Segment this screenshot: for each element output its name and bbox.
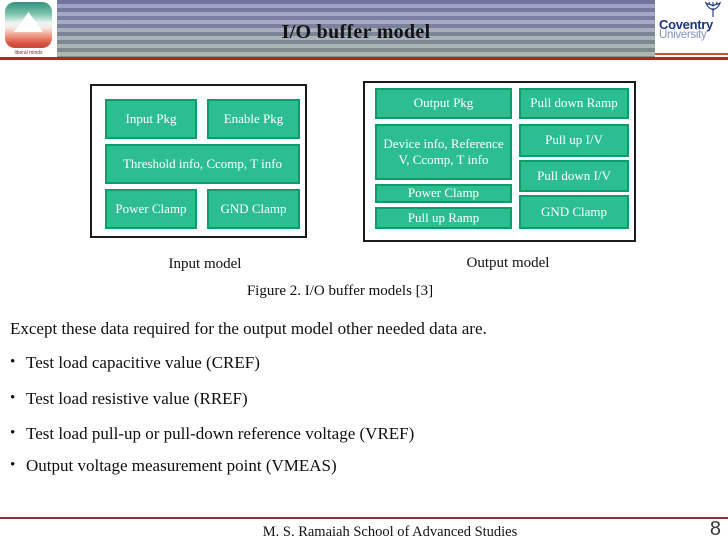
bullet-text-vmeas: Output voltage measurement point (VMEAS)	[26, 456, 337, 475]
block-gnd-clamp: GND Clamp	[207, 189, 300, 229]
block-power-clamp: Power Clamp	[375, 184, 512, 203]
bullet-marker: •	[10, 425, 16, 441]
input-model-label: Input model	[168, 256, 242, 272]
input-model-diagram: Input Pkg Enable Pkg Threshold info, Cco…	[90, 84, 307, 238]
intro-text: Except these data required for the outpu…	[10, 319, 487, 338]
bullet-marker: •	[10, 354, 16, 370]
block-device-info: Device info, Reference V, Ccomp, T info	[375, 124, 512, 180]
block-output-pkg: Output Pkg	[375, 88, 512, 119]
block-gnd-clamp: GND Clamp	[519, 195, 629, 229]
phoenix-crest-icon	[704, 1, 722, 23]
logo-tagline: liberal minds	[14, 50, 43, 56]
block-enable-pkg: Enable Pkg	[207, 99, 300, 139]
bullet-text-vref: Test load pull-up or pull-down reference…	[26, 424, 415, 443]
bullet-item: • Test load pull-up or pull-down referen…	[10, 424, 715, 444]
block-pull-up-iv: Pull up I/V	[519, 124, 629, 157]
bullet-item: • Test load resistive value (RREF)	[10, 389, 715, 409]
header-divider-line	[0, 57, 728, 60]
block-threshold-info: Threshold info, Ccomp, T info	[105, 144, 300, 184]
block-power-clamp: Power Clamp	[105, 189, 197, 229]
coventry-university-logo: Coventry University	[655, 0, 728, 55]
bullet-text-cref: Test load capacitive value (CREF)	[26, 353, 260, 372]
bullet-item: • Test load capacitive value (CREF)	[10, 353, 715, 373]
institution-name: M. S. Ramaiah School of Advanced Studies	[262, 524, 518, 540]
triangle-icon	[14, 12, 43, 32]
bullet-marker: •	[10, 457, 16, 473]
block-pull-down-ramp: Pull down Ramp	[519, 88, 629, 119]
footer-divider-line	[0, 517, 728, 519]
block-input-pkg: Input Pkg	[105, 99, 197, 139]
figure-caption: Figure 2. I/O buffer models [3]	[246, 283, 434, 299]
title-banner	[57, 0, 655, 57]
bullet-item: • Output voltage measurement point (VMEA…	[10, 456, 715, 476]
output-model-diagram: Output Pkg Device info, Reference V, Cco…	[363, 81, 636, 242]
bullet-text-rref: Test load resistive value (RREF)	[26, 389, 248, 408]
block-pull-down-iv: Pull down I/V	[519, 160, 629, 192]
coventry-wordmark: Coventry	[659, 17, 713, 32]
output-model-label: Output model	[466, 255, 550, 271]
page-title: I/O buffer model	[281, 21, 431, 43]
bullet-marker: •	[10, 390, 16, 406]
page-number: 8	[709, 518, 721, 540]
block-pull-up-ramp: Pull up Ramp	[375, 207, 512, 229]
school-logo: liberal minds	[0, 0, 57, 57]
school-logo-emblem	[5, 2, 52, 48]
university-wordmark: University	[659, 29, 707, 41]
